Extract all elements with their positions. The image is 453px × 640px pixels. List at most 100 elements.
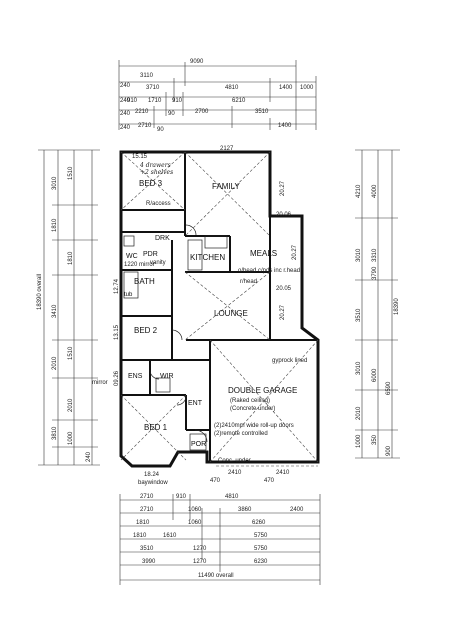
note-baywindow: baywindow (138, 480, 168, 486)
room-label-double-garage: DOUBLE GARAGE (228, 386, 297, 395)
note-mirror-size: 1220 mirror (124, 262, 155, 268)
note-baywindow-dim: 18.24 (144, 472, 160, 478)
dim-bottom: 3510 (140, 546, 154, 552)
dim-top: 3710 (146, 85, 160, 91)
dim-left: 1510 (68, 166, 74, 180)
dim-top-overall: 9090 (190, 59, 204, 65)
walls (119, 150, 320, 468)
room-label-meals: MEALS (250, 249, 277, 258)
fixtures (123, 224, 228, 451)
dim-right: 900 (386, 445, 392, 456)
dim-top: 1710 (148, 98, 162, 104)
dim-bottom: 1810 (136, 520, 150, 526)
dim-bottom: 1060 (188, 520, 202, 526)
dim-left: 240 (86, 451, 92, 462)
dim-right: 3510 (356, 308, 362, 322)
dim-right: 3790 (372, 266, 378, 280)
dim-bottom: 3860 (238, 507, 252, 513)
porch-box (189, 433, 207, 451)
dim-top: 4810 (225, 85, 239, 91)
dim-bottom: 2410 (228, 470, 242, 476)
dim-top: 2710 (138, 123, 152, 129)
dim-top-wall-2: 15.15 (132, 154, 148, 160)
dim-meals: 20.27 (292, 244, 298, 260)
dim-bottom: 2710 (140, 507, 154, 513)
dim-top: 910 (172, 98, 183, 104)
kitchen-bench (187, 239, 203, 271)
dim-top: 240 (120, 98, 131, 104)
annotations: (Raked ceiling) (Concrete under) (2)2410… (92, 146, 307, 486)
dim-left: 1810 (68, 251, 74, 265)
bottom-dimensions: 2710 910 4810 2710 1060 3860 2400 1810 1… (119, 470, 321, 585)
note-garage-door1: (2)2410mm wide roll-up doors (214, 423, 294, 429)
dim-bottom: 5750 (254, 533, 268, 539)
note-garage-door2: (2)remote controlled (214, 431, 268, 437)
dim-right: 3310 (372, 248, 378, 262)
dim-right: 4210 (356, 184, 362, 198)
dim-meals-3: 20.05 (276, 286, 292, 292)
dim-bottom: 1060 (188, 507, 202, 513)
room-label-por: POR (191, 441, 206, 448)
dim-left: 1510 (68, 346, 74, 360)
dim-left: 2010 (52, 356, 58, 370)
note-garage-concrete: (Concrete under) (230, 406, 275, 412)
dim-meals-2: 20.06 (276, 212, 292, 218)
dim-right: 4000 (372, 184, 378, 198)
dim-top: 1400 (279, 85, 293, 91)
dim-top: 240 (120, 125, 131, 131)
dim-top-wall: 2127 (220, 146, 234, 152)
room-labels: BED 3 FAMILY MEALS KITCHEN WC PDR DRK BA… (124, 179, 297, 448)
note-garage-ceiling: (Raked ceiling) (230, 398, 270, 404)
room-label-kitchen: KITCHEN (190, 253, 225, 262)
dim-bottom: 4810 (225, 494, 239, 500)
dim-top: 2210 (135, 109, 149, 115)
dim-bottom: 1610 (163, 533, 177, 539)
dim-right: 1000 (356, 434, 362, 448)
note-r-access: R/access (146, 201, 171, 207)
dim-left: 1810 (52, 218, 58, 232)
dim-bottom: 910 (176, 494, 187, 500)
dim-right-overall: 18390 (394, 298, 400, 315)
room-label-family: FAMILY (212, 182, 241, 191)
dim-bed2: 13.15 (114, 324, 120, 340)
dim-top: 3110 (140, 73, 154, 79)
dim-bottom: 1270 (193, 546, 207, 552)
room-label-ent: ENT (188, 400, 203, 407)
note-handwritten-1: 4 drawers (139, 162, 171, 169)
dim-bottom: 470 (264, 478, 275, 484)
note-conc-under: Conc. under (218, 458, 251, 464)
dim-bottom: 1810 (133, 533, 147, 539)
dim-wir: 09.26 (114, 370, 120, 386)
dim-bottom: 3990 (142, 559, 156, 565)
dim-top: 6210 (232, 98, 246, 104)
room-label-bed1: BED 1 (144, 423, 168, 432)
dim-bottom: 1270 (193, 559, 207, 565)
dim-top: 1400 (278, 123, 292, 129)
dim-bottom-overall: 11490 overall (198, 573, 234, 579)
dim-top: 910 (127, 98, 138, 104)
room-label-bed3: BED 3 (139, 179, 163, 188)
room-label-wc: WC (126, 253, 138, 260)
room-label-bed2: BED 2 (134, 326, 158, 335)
dim-bottom: 470 (210, 478, 221, 484)
dim-right: 2010 (356, 406, 362, 420)
dim-top: 2700 (195, 109, 209, 115)
note-gyprock: gyprock lined (272, 358, 307, 364)
left-dimensions: 18390 overall 3010 1510 1810 1810 3410 2… (37, 149, 100, 466)
dim-bottom: 6260 (252, 520, 266, 526)
room-label-tub: tub (124, 292, 133, 298)
dim-left: 3810 (52, 426, 58, 440)
dim-family: 20.27 (280, 180, 286, 196)
dim-right: 6000 (372, 368, 378, 382)
dim-top: 240 (120, 83, 131, 89)
bathtub (123, 271, 139, 299)
dim-bath: 12.74 (114, 278, 120, 294)
note-meals: o/head c/pds inc r.head (238, 268, 300, 274)
top-dimensions: 9090 3110 240 3710 4810 1400 1000 240 91… (118, 59, 317, 133)
note-vanity: vanity (150, 260, 166, 266)
dim-top: 90 (157, 127, 164, 133)
toilet (123, 235, 135, 247)
dim-left: 2010 (68, 398, 74, 412)
dim-right: 3010 (356, 361, 362, 375)
